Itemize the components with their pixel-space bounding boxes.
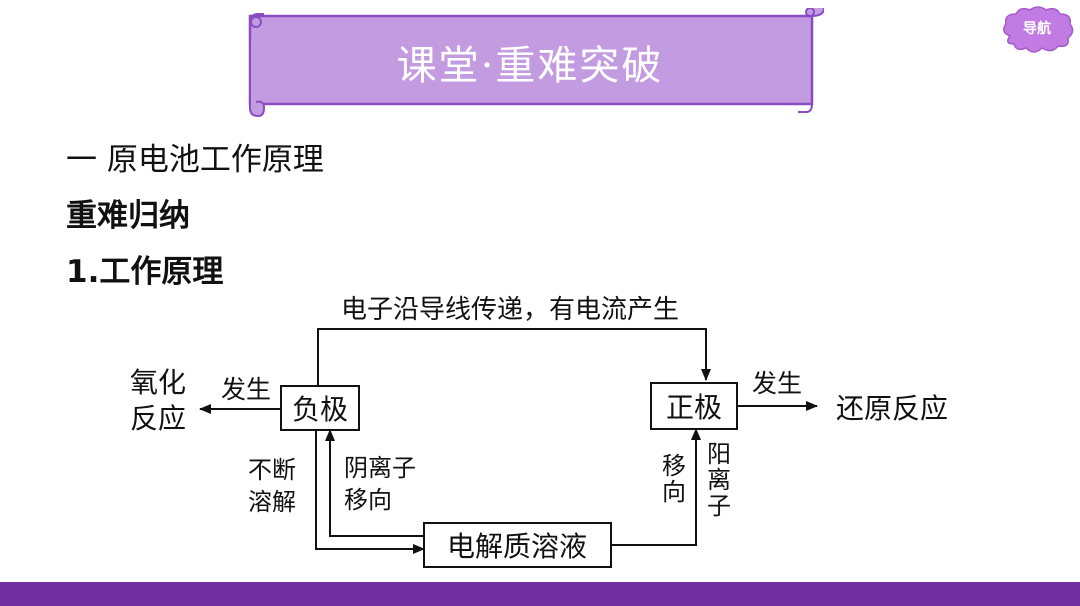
right-arrow-label: 发生: [752, 369, 802, 398]
nav-button-label[interactable]: 导航: [1023, 21, 1051, 37]
move-char-1: 移: [662, 452, 686, 480]
oxidation-line1: 氧化: [130, 366, 186, 399]
cation-char-1: 阳: [707, 440, 731, 468]
nav-cloud-icon[interactable]: [998, 2, 1076, 58]
banner-title: 课堂·重难突破: [396, 43, 664, 89]
title-banner: [248, 8, 824, 118]
anion-path: [325, 429, 424, 537]
move-char-2: 向: [662, 478, 686, 506]
reduction-label: 还原反应: [836, 392, 948, 425]
anion-line2: 移向: [344, 486, 392, 514]
dissolve-line2: 溶解: [248, 488, 296, 516]
section-title: 一 原电池工作原理: [66, 142, 324, 178]
left-arrow-label: 发生: [221, 375, 271, 404]
top-label: 电子沿导线传递，有电流产生: [341, 295, 679, 325]
cation-char-3: 子: [707, 492, 731, 520]
dissolve-path: [315, 430, 425, 554]
oxidation-line2: 反应: [130, 402, 186, 435]
positive-electrode-label: 正极: [666, 391, 722, 424]
electrolyte-label: 电解质溶液: [447, 530, 587, 563]
subheading: 重难归纳: [66, 198, 190, 234]
negative-electrode-label: 负极: [292, 393, 348, 426]
anion-line1: 阴离子: [344, 454, 416, 482]
cation-path: [611, 428, 701, 546]
footer-bar: [0, 582, 1080, 606]
dissolve-line1: 不断: [248, 456, 296, 484]
electron-flow-line: [317, 328, 711, 386]
cation-char-2: 离: [707, 466, 731, 494]
point-title: 1.工作原理: [66, 254, 224, 290]
negative-electrode-box: [280, 385, 360, 431]
